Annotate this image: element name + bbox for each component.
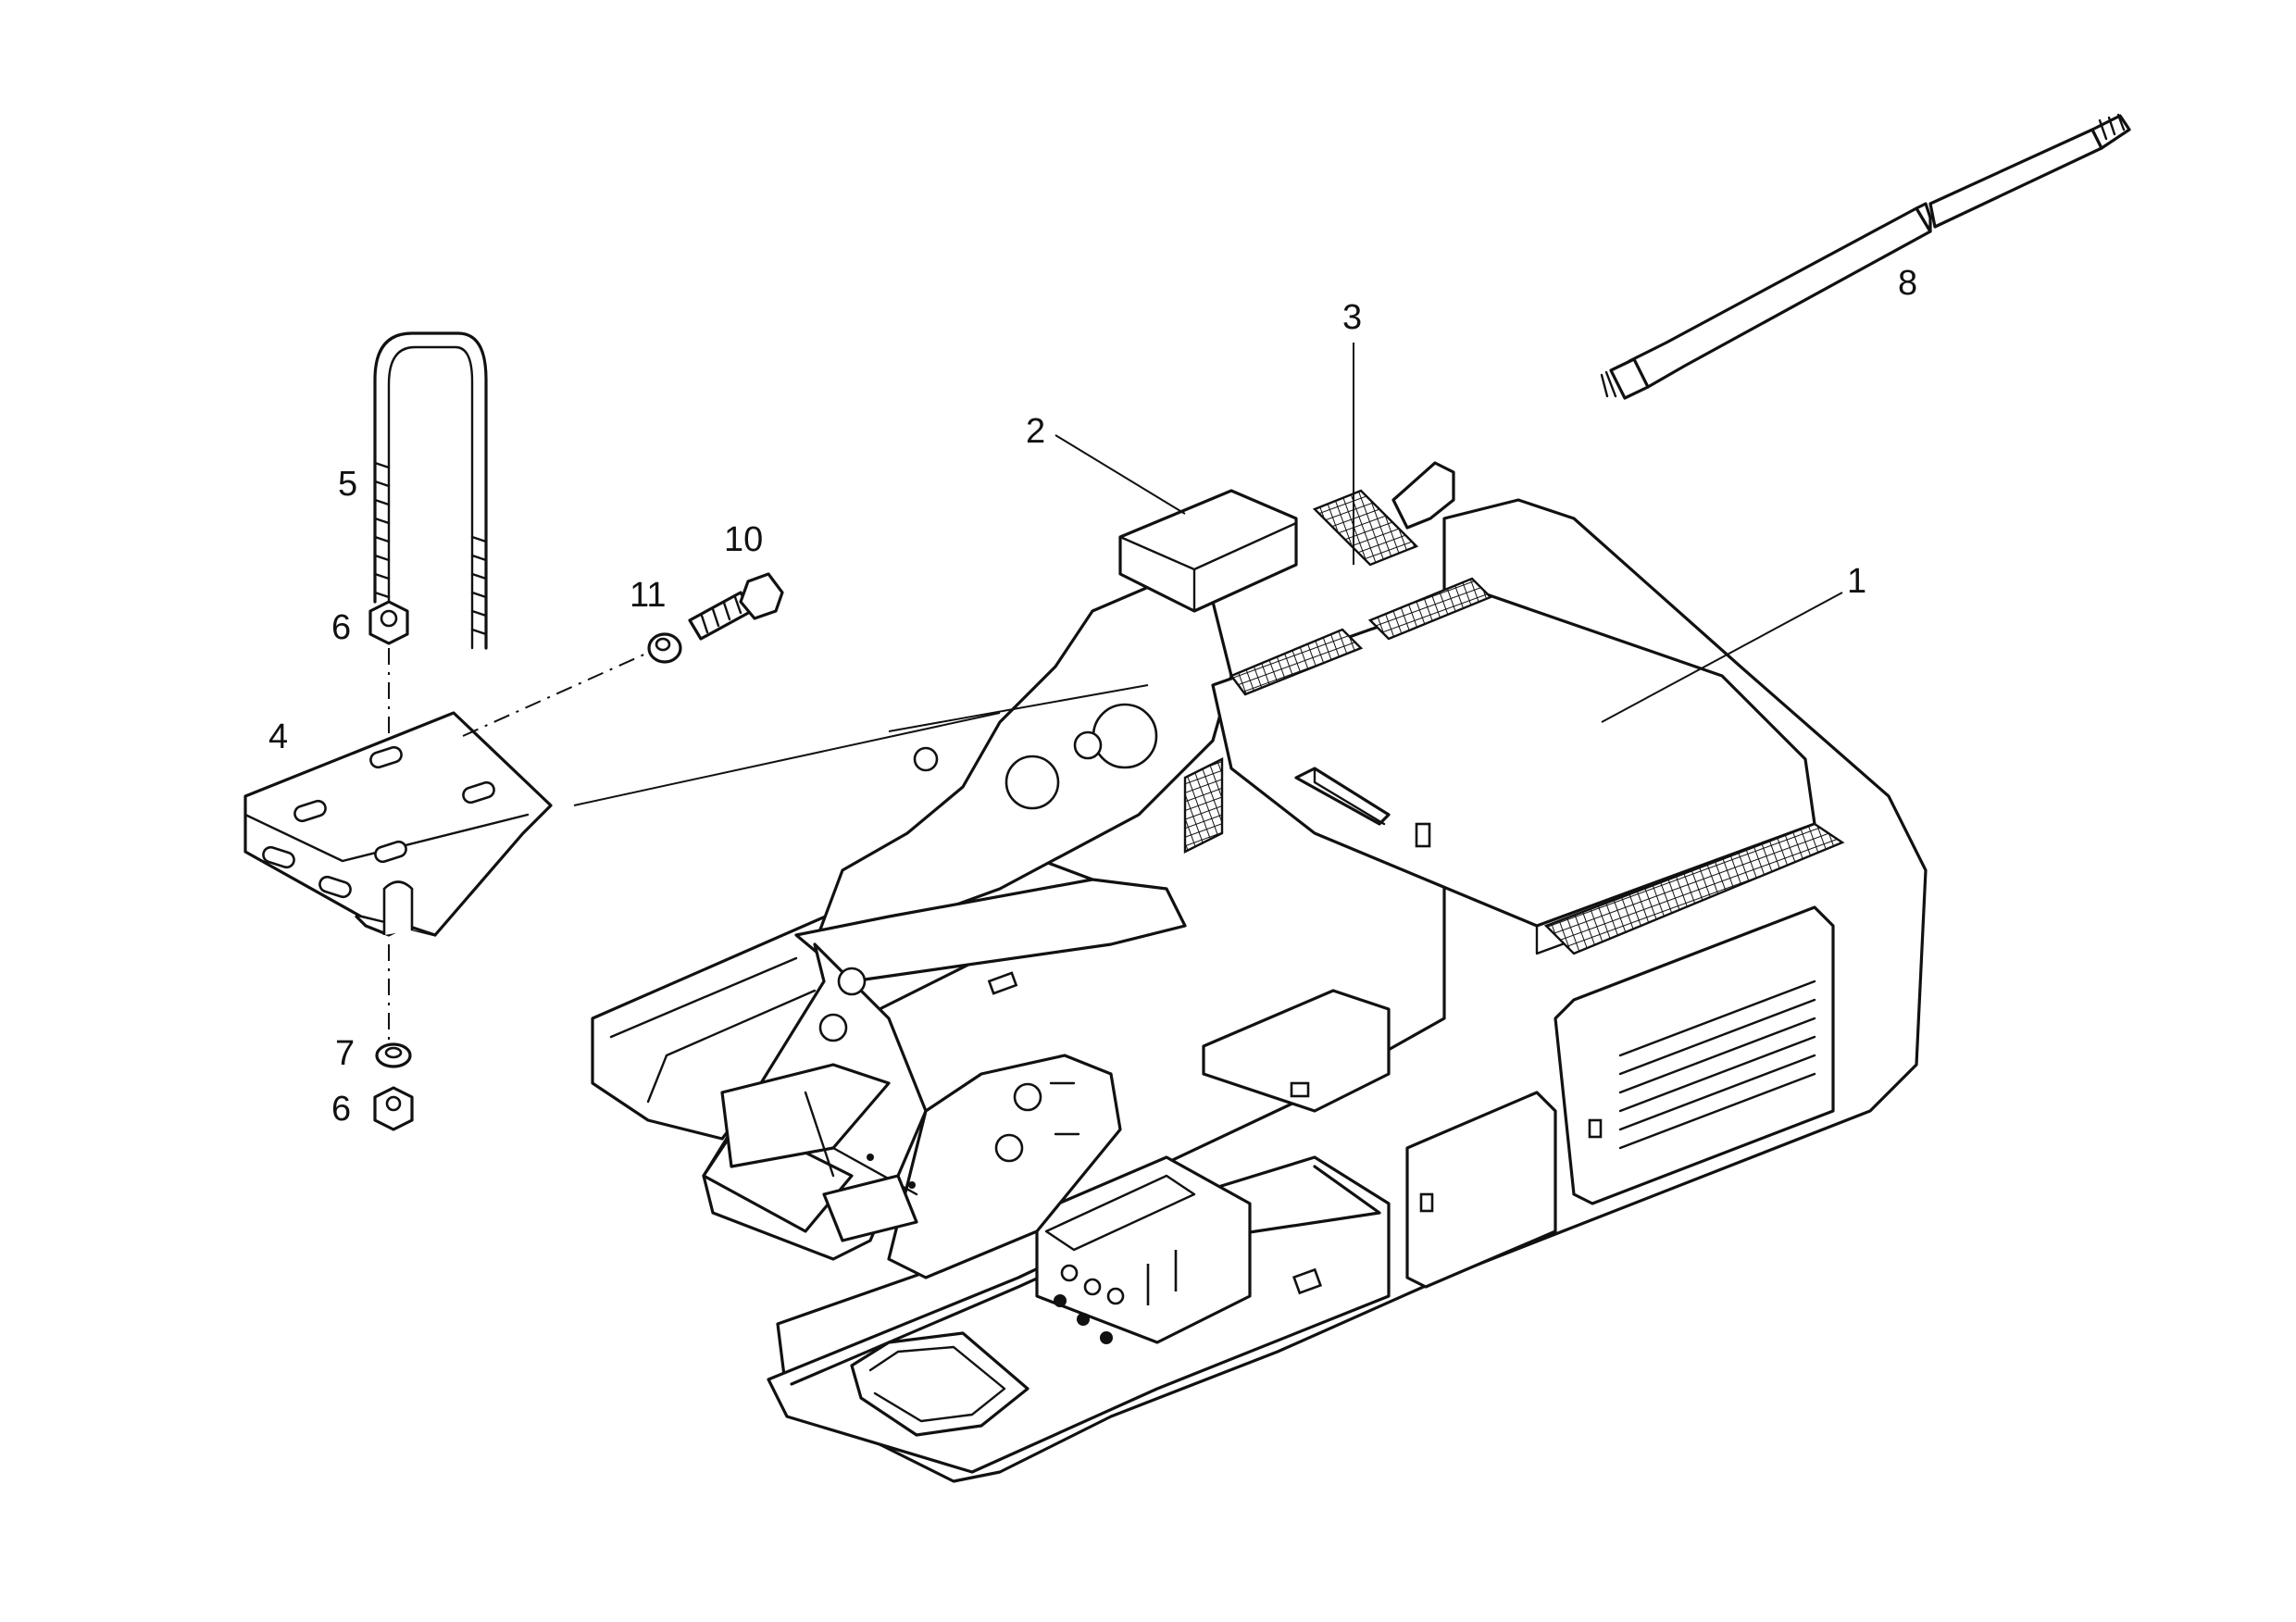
callout-6-lower: 6 bbox=[331, 1090, 351, 1129]
boom-linkage bbox=[702, 703, 1187, 1279]
washer-part-7 bbox=[375, 1042, 412, 1068]
callout-10: 10 bbox=[724, 520, 763, 559]
callout-11: 11 bbox=[630, 576, 666, 615]
callout-3: 3 bbox=[1342, 298, 1362, 337]
callout-6-upper: 6 bbox=[331, 608, 351, 647]
callout-8: 8 bbox=[1898, 264, 1917, 303]
nut-part-6-lower bbox=[373, 1086, 414, 1131]
callout-labels: 1 2 3 4 5 6 6 7 8 10 11 bbox=[268, 264, 1917, 1129]
washer-part-11 bbox=[647, 632, 682, 664]
rod-part-8 bbox=[1600, 113, 2131, 400]
block-part-2 bbox=[1118, 489, 1298, 613]
callout-2: 2 bbox=[1026, 412, 1045, 451]
nut-part-6-upper bbox=[368, 600, 409, 645]
u-bolt-part-5 bbox=[373, 331, 488, 650]
machine-frame bbox=[591, 461, 1928, 1483]
bracket-part-4 bbox=[243, 711, 553, 937]
bolt-part-10 bbox=[688, 572, 784, 641]
callout-4: 4 bbox=[268, 717, 288, 756]
leader-lines bbox=[388, 343, 1843, 1042]
callout-5: 5 bbox=[338, 465, 357, 504]
callout-7: 7 bbox=[335, 1034, 355, 1073]
callout-1: 1 bbox=[1847, 562, 1866, 601]
